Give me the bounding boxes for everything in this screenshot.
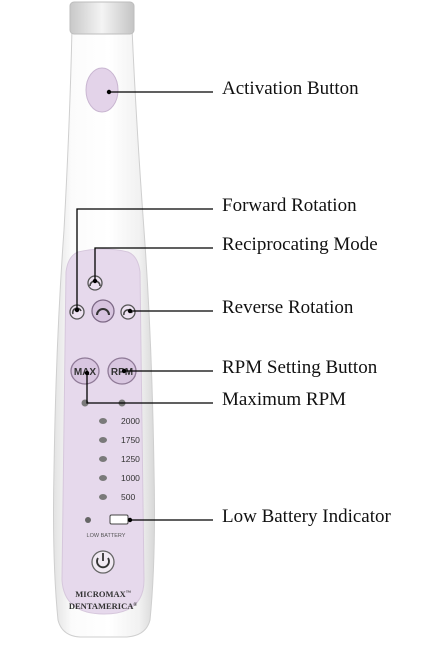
label-low-battery-indicator: Low Battery Indicator	[222, 506, 391, 527]
speed-led	[99, 418, 107, 424]
reverse-rotation-icon[interactable]	[120, 304, 136, 320]
speed-indicator-list: 2000 1750 1250 1000 500	[99, 416, 140, 502]
leader-dots	[74, 89, 133, 523]
speed-label: 1000	[121, 473, 140, 483]
label-reciprocating-mode: Reciprocating Mode	[222, 234, 378, 255]
battery-icon	[109, 514, 129, 525]
speed-led	[99, 437, 107, 443]
low-battery-led	[85, 517, 91, 523]
label-activation-button: Activation Button	[222, 78, 359, 99]
label-maximum-rpm: Maximum RPM	[222, 389, 347, 410]
speed-label: 500	[121, 492, 135, 502]
label-forward-rotation: Forward Rotation	[222, 195, 357, 216]
leader-forward	[76, 208, 213, 310]
power-icon	[96, 553, 110, 569]
handpiece-top-cap	[69, 1, 135, 35]
leader-max-rpm	[86, 373, 213, 404]
brand-dentamerica: DENTAMERICA®	[69, 601, 138, 611]
leader-lines	[76, 91, 213, 521]
speed-led	[99, 494, 107, 500]
speed-led	[99, 475, 107, 481]
speed-label: 1250	[121, 454, 140, 464]
label-rpm-setting-button: RPM Setting Button	[222, 357, 378, 378]
rpm-button-label: RPM	[111, 367, 133, 378]
speed-led	[99, 456, 107, 462]
max-button[interactable]	[70, 357, 100, 385]
brand-micromax: MICROMAX™	[75, 589, 131, 599]
mode-cycle-button[interactable]	[91, 299, 115, 323]
activation-button[interactable]	[85, 67, 119, 113]
leader-reciprocating	[94, 247, 213, 281]
power-button[interactable]	[91, 550, 115, 574]
speed-label: 2000	[121, 416, 140, 426]
label-reverse-rotation: Reverse Rotation	[222, 297, 354, 318]
speed-label: 1750	[121, 435, 140, 445]
low-battery-label: LOW BATTERY	[87, 533, 126, 539]
